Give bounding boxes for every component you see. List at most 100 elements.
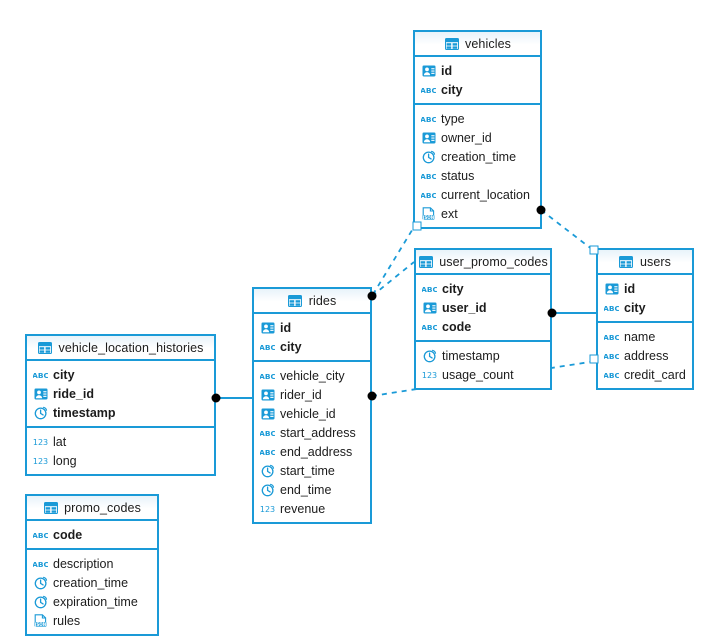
svg-text:ABC: ABC	[604, 333, 619, 342]
contact-card-icon	[421, 63, 436, 78]
abc-text-icon: ABC	[260, 425, 275, 440]
primary-key-row[interactable]: id	[415, 61, 540, 80]
edge-endpoint-square	[412, 221, 422, 231]
column-name: creation_time	[441, 149, 517, 164]
table-header: rides	[254, 289, 370, 314]
edge-endpoint-dot	[536, 205, 546, 215]
primary-key-row[interactable]: id	[254, 318, 370, 337]
svg-text:123: 123	[260, 505, 275, 514]
svg-text:123: 123	[33, 457, 48, 466]
table-icon	[418, 254, 433, 269]
svg-text:ABC: ABC	[422, 285, 437, 294]
column-row[interactable]: ABC start_address	[254, 423, 370, 442]
column-name: lat	[53, 434, 67, 449]
column-name: city	[624, 300, 646, 315]
column-row[interactable]: creation_time	[415, 147, 540, 166]
column-row[interactable]: expiration_time	[27, 592, 157, 611]
123-number-icon: 123	[422, 367, 437, 382]
svg-text:ABC: ABC	[33, 371, 48, 380]
svg-text:ABC: ABC	[260, 429, 275, 438]
svg-text:ABC: ABC	[33, 560, 48, 569]
primary-key-row[interactable]: user_id	[416, 298, 550, 317]
column-name: end_address	[280, 444, 353, 459]
column-name: ext	[441, 206, 458, 221]
abc-text-icon: ABC	[33, 556, 48, 571]
table-header: user_promo_codes	[416, 250, 550, 275]
column-name: start_address	[280, 425, 356, 440]
clock-icon	[422, 348, 437, 363]
123-number-icon: 123	[33, 453, 48, 468]
column-name: city	[280, 339, 302, 354]
column-name: usage_count	[442, 367, 514, 382]
contact-card-icon	[260, 406, 275, 421]
column-name: user_id	[442, 300, 487, 315]
edge-endpoint-square	[589, 354, 599, 364]
column-row[interactable]: owner_id	[415, 128, 540, 147]
abc-text-icon: ABC	[421, 111, 436, 126]
edge-endpoint-dot	[211, 393, 221, 403]
column-row[interactable]: creation_time	[27, 573, 157, 592]
svg-text:ABC: ABC	[33, 531, 48, 540]
primary-key-row[interactable]: id	[598, 279, 692, 298]
column-name: status	[441, 168, 475, 183]
column-name: ride_id	[53, 386, 94, 401]
edge-endpoint-dot	[547, 308, 557, 318]
edge-vehicles-users	[540, 209, 594, 251]
column-row[interactable]: end_time	[254, 480, 370, 499]
svg-text:ABC: ABC	[260, 372, 275, 381]
column-name: owner_id	[441, 130, 492, 145]
clock-icon	[260, 482, 275, 497]
clock-icon	[33, 594, 48, 609]
column-row[interactable]: JSON ext	[415, 204, 540, 223]
column-row[interactable]: start_time	[254, 461, 370, 480]
table-title: users	[639, 254, 672, 269]
edge-endpoint-dot	[367, 391, 377, 401]
column-name: id	[441, 63, 453, 78]
json-document-icon: JSON	[421, 206, 436, 221]
edge-rides-upc	[371, 261, 415, 297]
column-row[interactable]: rider_id	[254, 385, 370, 404]
table-title: promo_codes	[64, 500, 141, 515]
contact-card-icon	[421, 130, 436, 145]
column-name: expiration_time	[53, 594, 138, 609]
abc-text-icon: ABC	[33, 527, 48, 542]
column-row[interactable]: 123 usage_count	[416, 365, 550, 384]
column-row[interactable]: vehicle_id	[254, 404, 370, 423]
primary-key-row[interactable]: timestamp	[27, 403, 214, 422]
svg-text:ABC: ABC	[421, 86, 436, 95]
column-row[interactable]: timestamp	[416, 346, 550, 365]
column-name: start_time	[280, 463, 335, 478]
primary-key-row[interactable]: ride_id	[27, 384, 214, 403]
